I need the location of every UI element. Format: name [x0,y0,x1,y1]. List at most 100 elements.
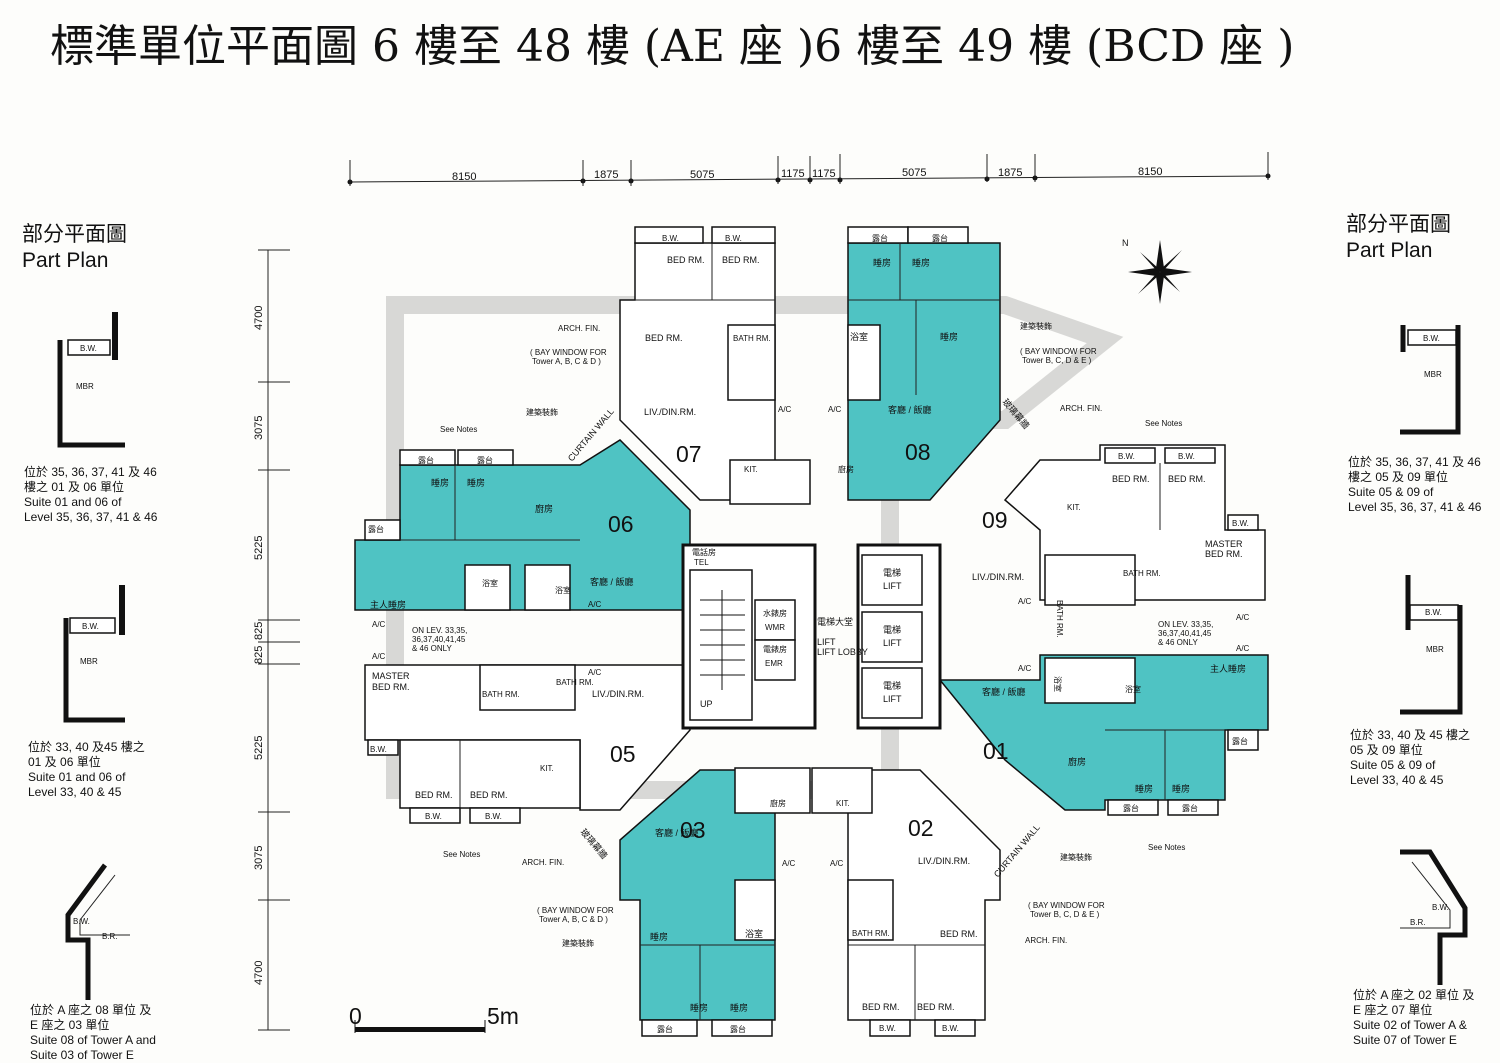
label-side-heading_en: Part Plan [22,249,109,272]
label-labels-yt: 露台 [872,233,888,243]
label-side-left-0-en1: Suite 01 and 06 of [24,495,122,509]
label-labels-lift_cn: 電梯 [883,567,901,578]
dim-left-4: 825 [253,622,265,640]
label-labels-bathcn: 浴室 [745,928,763,939]
label-side-right-2-l2: B.R. [1410,918,1426,927]
scale-start: 0 [349,1003,362,1029]
unit-01 [938,654,1269,816]
dim-top-7: 1875 [998,167,1022,179]
label-labels-master: MASTER [1205,539,1243,549]
label-labels-bay1: ( BAY WINDOW FOR [537,906,614,915]
label-labels-yt: 露台 [418,455,434,465]
unit-label-02: 02 [908,815,934,841]
label-labels-lobby: LIFT LOBBY [817,647,868,657]
label-labels-emr_cn: 電錶房 [763,644,787,654]
label-labels-bay1: ( BAY WINDOW FOR [1020,347,1097,356]
label-labels-bathcn: 浴室 [1125,684,1141,694]
label-labels-kit: KIT. [836,799,850,808]
label-side-heading_en: Part Plan [1346,239,1433,262]
label-side-right-1-cn1: 位於 33, 40 及 45 樓之 [1350,728,1471,742]
label-labels-kitcn: 廚房 [535,503,553,514]
label-labels-bed: BED RM. [862,1002,900,1012]
label-labels-bedcn: 睡房 [467,477,485,488]
label-labels-yt: 露台 [730,1024,746,1034]
label-labels-kit: KIT. [744,465,758,474]
part-plan-sketch-right-2: B.W. MBR [1400,575,1463,715]
unit-label-05: 05 [610,741,636,767]
dim-top-4: 1175 [781,168,805,180]
label-side-left-2-en1: Suite 08 of Tower A and [30,1033,156,1047]
label-side-left-0-cn1: 位於 35, 36, 37, 41 及 46 [24,465,157,479]
label-labels-livcn: 客廳 / 飯廳 [888,404,932,415]
label-labels-bath: BATH RM. [852,929,890,938]
label-side-right-0-en1: Suite 05 & 09 of [1348,485,1434,499]
scale-bar: 0 5m [349,1003,519,1033]
label-labels-lift: LIFT [817,637,836,647]
label-labels-bw: B.W. [1232,519,1249,528]
label-labels-livcn: 客廳 / 飯廳 [590,576,634,587]
unit-label-01: 01 [983,738,1009,764]
label-labels-yt: 露台 [932,233,948,243]
dim-left-1: 4700 [253,306,265,330]
dim-left-5: 825 [253,646,265,664]
label-side-left-1-cn1: 位於 33, 40 及45 樓之 [28,740,145,754]
label-labels-emr: EMR [765,659,783,668]
dim-top-5: 1175 [812,168,836,180]
label-side-right-1-l1: B.W. [1425,608,1442,617]
label-labels-lift: LIFT [883,694,902,704]
label-labels-yt: 露台 [1232,736,1248,746]
label-labels-ac: A/C [1018,597,1032,606]
unit-08 [847,226,1001,501]
label-labels-ac: A/C [1236,644,1250,653]
unit-06 [354,439,691,611]
label-labels-bathcn: 浴室 [555,585,571,595]
label-labels-bedcn: 睡房 [912,257,930,268]
label-labels-arch_cn: 建築裝飾 [526,407,558,417]
label-side-left-0-cn2: 樓之 01 及 06 單位 [24,480,125,494]
label-labels-bedcn: 睡房 [650,931,668,942]
label-labels-liv: LIV./DIN.RM. [644,407,696,417]
label-labels-arch: ARCH. FIN. [522,858,564,867]
label-labels-yt: 露台 [368,524,384,534]
label-side-right-2-l1: B.W. [1432,903,1449,912]
unit-09 [1003,444,1266,606]
label-labels-on_lev3: & 46 ONLY [1158,638,1199,647]
label-labels-bedcn: 睡房 [1135,783,1153,794]
label-side-heading_cn: 部分平面圖 [22,223,127,246]
label-labels-curtain_cn: 玻璃幕牆 [578,826,610,861]
left-dimension-line: 4700 3075 5225 825 825 5225 3075 4700 [253,249,300,1031]
label-labels-lift: LIFT [883,581,902,591]
label-labels-ac: A/C [372,652,386,661]
label-labels-bedcn: 睡房 [690,1002,708,1013]
label-labels-kit: KIT. [540,764,554,773]
label-labels-kitcn: 廚房 [770,798,786,808]
label-labels-arch_cn: 建築裝飾 [1060,852,1092,862]
label-labels-bath: BATH RM. [733,334,771,343]
unit-03 [619,767,811,1037]
label-side-left-1-cn2: 01 及 06 單位 [28,755,101,769]
label-side-left-2-l1: B.W. [73,917,90,926]
label-labels-liv: LIV./DIN.RM. [972,572,1024,582]
label-labels-bed: BED RM. [645,333,683,343]
label-labels-yt: 露台 [1123,803,1139,813]
label-labels-bay_ab: Tower A, B, C & D ) [532,357,601,366]
label-side-left-2-l2: B.R. [102,932,118,941]
label-labels-see_notes: See Notes [1145,419,1182,428]
svg-text:N: N [1122,238,1129,248]
label-labels-ac: A/C [588,600,602,609]
label-labels-liv: LIV./DIN.RM. [592,689,644,699]
label-labels-bw: B.W. [662,234,679,243]
label-labels-bed: BED RM. [940,929,978,939]
label-side-left-1-en2: Level 33, 40 & 45 [28,785,122,799]
label-side-right-1-en1: Suite 05 & 09 of [1350,758,1436,772]
label-labels-liv: LIV./DIN.RM. [918,856,970,866]
label-labels-on_lev1: ON LEV. 33,35, [1158,620,1213,629]
dim-top-3: 5075 [690,169,714,181]
label-side-left-0-l1: B.W. [80,344,97,353]
label-labels-bed: BED RM. [1168,474,1206,484]
dim-left-2: 3075 [253,416,265,440]
label-labels-see_notes: See Notes [1148,843,1185,852]
label-labels-bw: B.W. [485,812,502,821]
